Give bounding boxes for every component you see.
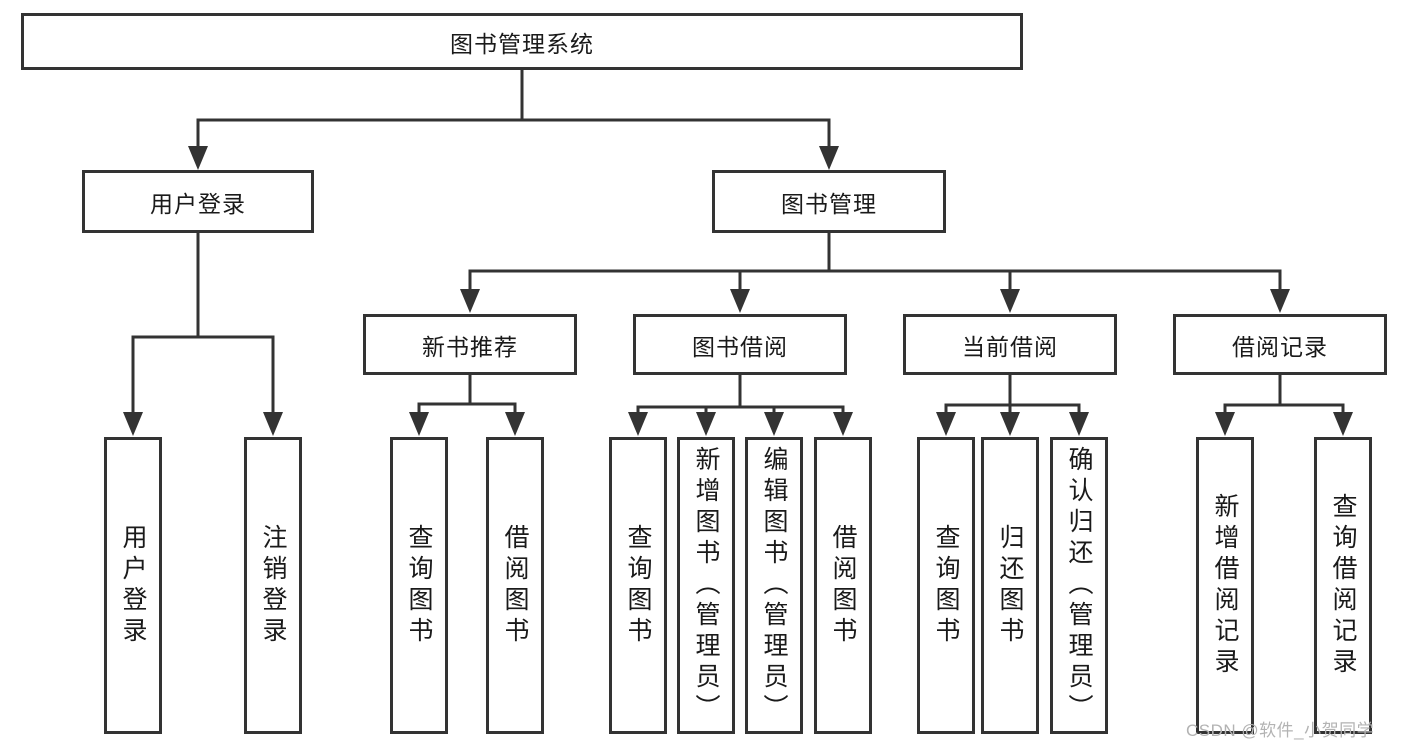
leaf-query-books-3-label: 查询图书 xyxy=(932,523,960,648)
leaf-add-borrow-record-label: 新增借阅记录 xyxy=(1211,492,1239,679)
leaf-query-books-1: 查询图书 xyxy=(390,437,448,734)
node-user-login-label: 用户登录 xyxy=(150,190,246,217)
leaf-logout: 注销登录 xyxy=(244,437,302,734)
node-book-management-label: 图书管理 xyxy=(781,190,877,217)
node-library-system-label: 图书管理系统 xyxy=(450,30,594,57)
leaf-borrow-books-1-label: 借阅图书 xyxy=(501,523,529,648)
leaf-confirm-return-admin: 确认归还（管理员） xyxy=(1050,437,1108,734)
arrowheads xyxy=(123,146,1353,436)
leaf-borrow-books-2: 借阅图书 xyxy=(814,437,872,734)
leaf-borrow-books-2-label: 借阅图书 xyxy=(829,523,857,648)
leaf-confirm-return-admin-label: 确认归还（管理员） xyxy=(1065,446,1093,725)
csdn-watermark: CSDN @软件_小贺同学 xyxy=(1186,721,1375,740)
leaf-query-borrow-record-label: 查询借阅记录 xyxy=(1329,492,1357,679)
connector-strokes xyxy=(131,68,1345,415)
leaf-logout-label: 注销登录 xyxy=(259,523,287,648)
node-book-borrow-label: 图书借阅 xyxy=(692,333,788,360)
leaf-user-login-label: 用户登录 xyxy=(119,523,147,648)
leaf-query-books-2: 查询图书 xyxy=(609,437,667,734)
leaf-return-book-label: 归还图书 xyxy=(996,523,1024,648)
node-book-management: 图书管理 xyxy=(712,170,946,233)
leaf-query-books-2-label: 查询图书 xyxy=(624,523,652,648)
leaf-user-login: 用户登录 xyxy=(104,437,162,734)
node-current-borrow-label: 当前借阅 xyxy=(962,333,1058,360)
node-new-book-recommend: 新书推荐 xyxy=(363,314,577,375)
node-current-borrow: 当前借阅 xyxy=(903,314,1117,375)
leaf-edit-book-admin: 编辑图书（管理员） xyxy=(745,437,803,734)
leaf-add-book-admin: 新增图书（管理员） xyxy=(677,437,735,734)
leaf-borrow-books-1: 借阅图书 xyxy=(486,437,544,734)
node-library-system: 图书管理系统 xyxy=(21,13,1023,70)
leaf-add-borrow-record: 新增借阅记录 xyxy=(1196,437,1254,734)
leaf-edit-book-admin-label: 编辑图书（管理员） xyxy=(760,446,788,725)
node-borrow-records: 借阅记录 xyxy=(1173,314,1387,375)
leaf-query-borrow-record: 查询借阅记录 xyxy=(1314,437,1372,734)
node-user-login: 用户登录 xyxy=(82,170,314,233)
node-new-book-recommend-label: 新书推荐 xyxy=(422,333,518,360)
leaf-add-book-admin-label: 新增图书（管理员） xyxy=(692,446,720,725)
leaf-query-books-3: 查询图书 xyxy=(917,437,975,734)
leaf-query-books-1-label: 查询图书 xyxy=(405,523,433,648)
node-borrow-records-label: 借阅记录 xyxy=(1232,333,1328,360)
node-book-borrow: 图书借阅 xyxy=(633,314,847,375)
leaf-return-book: 归还图书 xyxy=(981,437,1039,734)
